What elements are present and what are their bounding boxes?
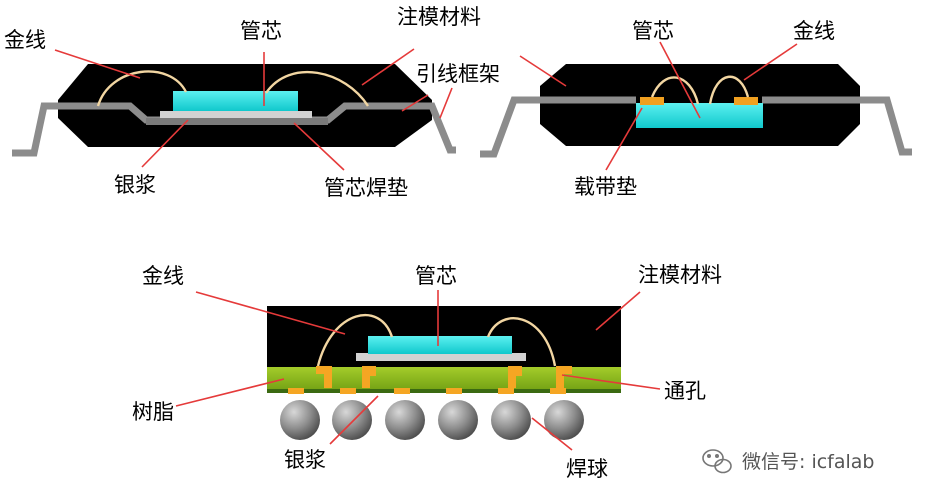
- via: [508, 366, 522, 388]
- label-die: 管芯: [415, 264, 457, 288]
- silver-paste: [160, 111, 312, 118]
- solder-ball: [332, 400, 372, 440]
- label-tape-pad: 载带垫: [574, 175, 637, 199]
- gold-wire: [96, 70, 188, 107]
- substrate-bottom-edge: [267, 389, 621, 393]
- via: [550, 388, 566, 394]
- label-molding: 注模材料: [397, 5, 481, 29]
- via: [340, 388, 356, 394]
- gold-wire: [650, 76, 700, 105]
- watermark-text: 微信号: icfalab: [742, 451, 874, 473]
- label-gold-wire: 金线: [4, 28, 46, 52]
- via: [316, 366, 332, 388]
- solder-balls: [280, 400, 584, 440]
- label-silver-paste: 银浆: [284, 448, 326, 472]
- bga-package-diagram: [267, 306, 621, 440]
- label-via: 通孔: [664, 379, 706, 403]
- diagram3-leader-lines: [175, 290, 661, 451]
- via: [288, 388, 304, 394]
- via: [362, 366, 376, 388]
- wechat-icon: [702, 449, 732, 474]
- diagram1-leader-lines: [54, 48, 453, 171]
- gold-wire: [708, 75, 750, 105]
- leadframe-package-diagram: [12, 64, 456, 157]
- die-chip: [173, 91, 298, 111]
- via: [498, 388, 514, 394]
- diagram2-labels: 管芯 金线 载带垫: [574, 19, 835, 199]
- diagram2-leader-lines: [519, 41, 798, 171]
- gold-wire: [486, 317, 557, 367]
- gold-wire: [316, 313, 394, 367]
- label-die-pad: 管芯焊垫: [324, 176, 408, 200]
- label-solder-ball: 焊球: [566, 457, 608, 481]
- solder-ball: [544, 400, 584, 440]
- label-die: 管芯: [632, 19, 674, 43]
- label-resin: 树脂: [132, 400, 174, 424]
- gold-wire: [265, 70, 370, 107]
- tape-pad: [734, 97, 758, 105]
- via: [394, 388, 410, 394]
- via: [556, 366, 572, 388]
- label-lead-frame: 引线框架: [416, 62, 500, 86]
- lead-frame: [480, 96, 912, 158]
- solder-ball: [385, 400, 425, 440]
- via: [446, 388, 462, 394]
- label-die: 管芯: [240, 19, 282, 43]
- solder-ball: [438, 400, 478, 440]
- solder-ball: [491, 400, 531, 440]
- vias: [288, 366, 572, 394]
- tape-pad: [640, 97, 664, 105]
- die-chip: [368, 336, 512, 354]
- label-gold-wire: 金线: [793, 19, 835, 43]
- silver-paste: [356, 353, 526, 361]
- diagram1-labels: 金线 管芯 注模材料 引线框架 银浆 管芯焊垫: [4, 5, 500, 200]
- label-gold-wire: 金线: [142, 264, 184, 288]
- label-molding: 注模材料: [638, 263, 722, 287]
- diagram3-labels: 金线 管芯 注模材料 树脂 通孔 银浆 焊球: [132, 263, 722, 481]
- tape-carrier-package-diagram: [480, 64, 912, 158]
- label-silver-paste: 银浆: [114, 173, 156, 197]
- solder-ball: [280, 400, 320, 440]
- die-pad: [146, 118, 328, 125]
- watermark: 微信号: icfalab: [702, 449, 874, 474]
